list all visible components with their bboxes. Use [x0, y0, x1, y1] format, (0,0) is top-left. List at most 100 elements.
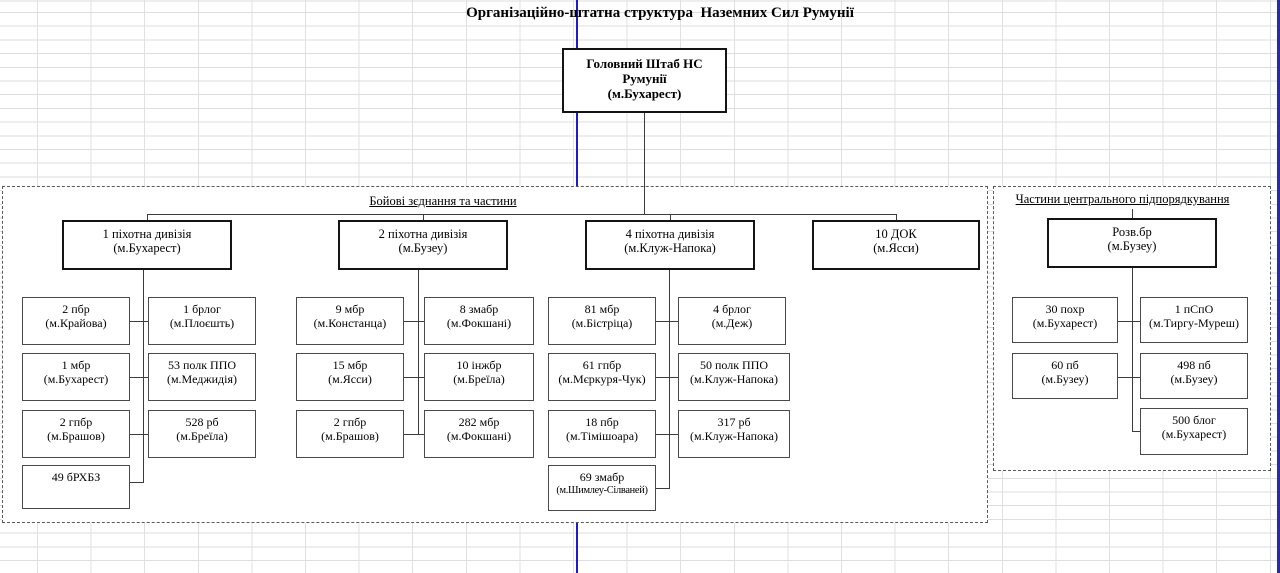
connector-line — [1132, 209, 1133, 218]
connector-line — [1118, 321, 1140, 322]
connector-line — [670, 214, 671, 220]
connector-line — [1132, 268, 1133, 431]
hq-city: (м.Бухарест) — [607, 86, 682, 101]
unit-name: 9 мбр — [335, 302, 365, 316]
unit-city: (м.Плоєшть) — [169, 316, 235, 330]
unit-name: 282 мбр — [458, 415, 500, 429]
page-break-line-right-edge — [1277, 0, 1280, 573]
unit-box: 60 пб (м.Бузеу) — [1012, 353, 1118, 399]
unit-box: 10 інжбр (м.Бреїла) — [424, 353, 534, 401]
unit-city: (м.Констанца) — [313, 316, 387, 330]
connector-line — [656, 434, 678, 435]
unit-city: (м.Крайова) — [45, 316, 107, 330]
division-box: 2 піхотна дивізія (м.Бузеу) — [338, 220, 508, 270]
unit-city: (м.Меджидія) — [166, 372, 238, 386]
unit-city: (м.Брашов) — [47, 429, 105, 443]
unit-name: 1 пСпО — [1174, 302, 1214, 316]
unit-name: 15 мбр — [332, 358, 368, 372]
connector-line — [1132, 431, 1140, 432]
unit-name: 50 полк ППО — [699, 358, 769, 372]
unit-city: (м.Шимлеу-Сілваней) — [556, 485, 648, 496]
combat-region-label: Бойові зєднання та частини — [369, 194, 517, 208]
unit-name: 2 пбр — [62, 302, 90, 316]
unit-city: (м.Клуж-Напока) — [690, 372, 778, 386]
unit-name: 30 похр — [1045, 302, 1085, 316]
unit-box: 9 мбр (м.Констанца) — [296, 297, 404, 345]
unit-box: 528 рб (м.Бреїла) — [148, 410, 256, 458]
unit-name: 2 гпбр — [59, 415, 93, 429]
unit-name: 53 полк ППО — [167, 358, 237, 372]
unit-city: (м.Тімішоара) — [565, 429, 639, 443]
unit-box: 1 брлог (м.Плоєшть) — [148, 297, 256, 345]
connector-line — [130, 434, 148, 435]
unit-box: 8 змабр (м.Фокшані) — [424, 297, 534, 345]
unit-box: 50 полк ППО (м.Клуж-Напока) — [678, 353, 790, 401]
hq-line2: Румунії — [622, 71, 667, 86]
unit-name: 49 бРХБЗ — [51, 470, 101, 484]
connector-line — [130, 321, 148, 322]
connector-line — [669, 270, 670, 488]
connector-line — [130, 377, 148, 378]
unit-box: 282 мбр (м.Фокшані) — [424, 410, 534, 458]
connector-line — [143, 270, 144, 482]
division-city: (м.Ясси) — [873, 241, 919, 255]
hq-box: Головний Штаб НС Румунії (м.Бухарест) — [562, 48, 727, 113]
unit-name: 8 змабр — [459, 302, 499, 316]
unit-name: 81 мбр — [584, 302, 620, 316]
unit-box: 1 мбр (м.Бухарест) — [22, 353, 130, 401]
connector-line — [130, 482, 144, 483]
connector-line — [656, 321, 678, 322]
unit-city: (м.Бістріца) — [571, 316, 633, 330]
connector-line — [404, 434, 424, 435]
central-region-label: Частини центрального підпорядкування — [1015, 192, 1230, 206]
connector-line — [644, 113, 645, 214]
unit-name: 4 брлог — [713, 302, 751, 316]
unit-box: 61 гпбр (м.Мєркуря-Чук) — [548, 353, 656, 401]
connector-line — [423, 214, 424, 220]
connector-line — [404, 321, 424, 322]
unit-city: (м.Брашов) — [321, 429, 379, 443]
unit-city: (м.Клуж-Напока) — [690, 429, 778, 443]
unit-city: (м.Бреїла) — [176, 429, 228, 443]
unit-city: (м.Ясси) — [328, 372, 372, 386]
division-name: 1 піхотна дивізія — [102, 227, 192, 241]
connector-line — [404, 377, 424, 378]
unit-box: 15 мбр (м.Ясси) — [296, 353, 404, 401]
division-city: (м.Бузеу) — [398, 241, 448, 255]
connector-line — [1118, 377, 1140, 378]
unit-name: 1 брлог — [183, 302, 221, 316]
unit-box: 18 пбр (м.Тімішоара) — [548, 410, 656, 458]
unit-box: 81 мбр (м.Бістріца) — [548, 297, 656, 345]
division-box: 1 піхотна дивізія (м.Бухарест) — [62, 220, 232, 270]
division-box: Розв.бр (м.Бузеу) — [1047, 218, 1217, 268]
unit-city: (м.Бузеу) — [1041, 372, 1089, 386]
division-box: 4 піхотна дивізія (м.Клуж-Напока) — [585, 220, 755, 270]
division-city: (м.Клуж-Напока) — [624, 241, 716, 255]
division-name: 2 піхотна дивізія — [378, 227, 468, 241]
unit-box: 53 полк ППО (м.Меджидія) — [148, 353, 256, 401]
unit-city: (м.Бузеу) — [1170, 372, 1218, 386]
unit-city: (м.Фокшані) — [446, 429, 512, 443]
unit-city: (м.Фокшані) — [446, 316, 512, 330]
unit-box: 69 змабр (м.Шимлеу-Сілваней) — [548, 465, 656, 511]
unit-box: 317 рб (м.Клуж-Напока) — [678, 410, 790, 458]
unit-city: (м.Деж) — [711, 316, 753, 330]
unit-city: (м.Тиргу-Муреш) — [1149, 316, 1239, 330]
connector-line — [147, 214, 148, 220]
unit-city: (м.Бухарест) — [1032, 316, 1098, 330]
unit-name: 18 пбр — [585, 415, 619, 429]
unit-box: 49 бРХБЗ — [22, 465, 130, 509]
connector-line — [418, 270, 419, 434]
division-name: 10 ДОК — [875, 227, 917, 241]
unit-box: 30 похр (м.Бухарест) — [1012, 297, 1118, 343]
unit-name: 60 пб — [1051, 358, 1079, 372]
unit-box: 2 гпбр (м.Брашов) — [22, 410, 130, 458]
connector-line — [147, 214, 896, 215]
unit-box: 498 пб (м.Бузеу) — [1140, 353, 1248, 399]
division-box: 10 ДОК (м.Ясси) — [812, 220, 980, 270]
unit-box: 2 пбр (м.Крайова) — [22, 297, 130, 345]
unit-box: 2 гпбр (м.Брашов) — [296, 410, 404, 458]
unit-name: 61 гпбр — [582, 358, 622, 372]
connector-line — [656, 488, 670, 489]
